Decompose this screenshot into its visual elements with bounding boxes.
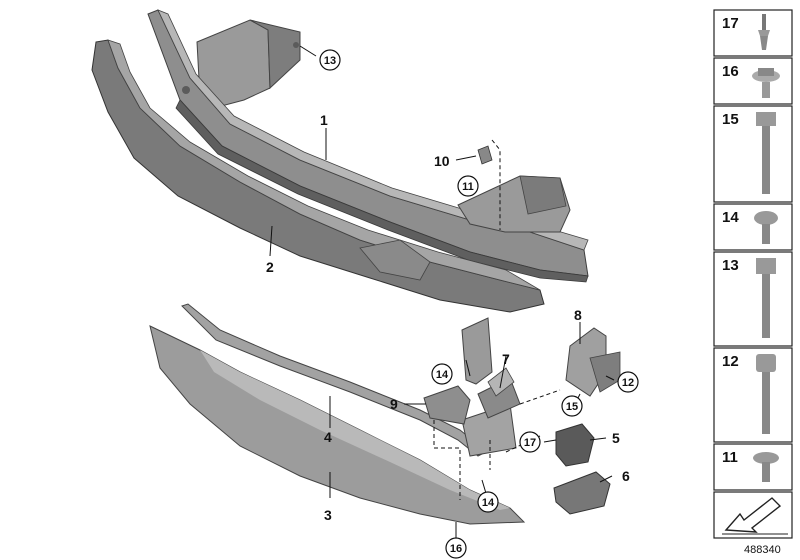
callout-9: 9 (390, 396, 398, 412)
circled-callout-14-upper: 14 (431, 363, 453, 385)
callouts: 1 2 3 4 5 6 7 8 9 10 (266, 112, 630, 523)
circled-callout-11: 11 (457, 175, 479, 197)
svg-text:15: 15 (566, 401, 578, 413)
svg-text:15: 15 (722, 111, 739, 128)
svg-text:17: 17 (524, 437, 536, 449)
svg-text:12: 12 (722, 353, 739, 370)
circled-callouts: 13 11 14 12 15 17 14 16 (319, 49, 639, 559)
callout-8: 8 (574, 307, 582, 323)
bumper-carrier (147, 9, 589, 283)
callout-5: 5 (612, 430, 620, 446)
fastener-11: 11 (713, 443, 793, 491)
fastener-panel: 17 16 15 14 13 (713, 9, 793, 539)
circled-callout-15: 15 (561, 395, 583, 417)
fastener-16: 16 (713, 57, 793, 105)
fastener-14: 14 (713, 203, 793, 251)
fastener-12: 12 (713, 347, 793, 443)
circled-callout-17: 17 (519, 431, 541, 453)
callout-7: 7 (502, 351, 510, 367)
callout-2: 2 (266, 259, 274, 275)
clip-10 (477, 145, 493, 165)
buffer-6 (553, 471, 611, 515)
circled-callout-13: 13 (319, 49, 341, 71)
direction-arrow-box (713, 491, 793, 539)
svg-text:11: 11 (462, 181, 474, 193)
svg-text:14: 14 (722, 209, 739, 226)
buffer-5 (555, 423, 595, 467)
fastener-15: 15 (713, 105, 793, 203)
energy-absorber (91, 39, 545, 313)
callout-6: 6 (622, 468, 630, 484)
svg-text:14: 14 (436, 369, 449, 381)
callout-10: 10 (434, 153, 450, 169)
circled-callout-12: 12 (617, 371, 639, 393)
svg-text:13: 13 (722, 257, 739, 274)
circled-callout-16: 16 (445, 537, 467, 559)
circled-callout-14-lower: 14 (477, 491, 499, 513)
svg-text:13: 13 (324, 55, 336, 67)
svg-text:12: 12 (622, 377, 634, 389)
bracket-9 (423, 385, 471, 425)
callout-3: 3 (324, 507, 332, 523)
svg-text:17: 17 (722, 15, 739, 32)
svg-text:16: 16 (722, 63, 739, 80)
underbody-panel (149, 325, 526, 525)
svg-text:14: 14 (482, 497, 495, 509)
fastener-17: 17 (713, 9, 793, 57)
svg-text:11: 11 (722, 449, 738, 466)
mounting-brackets (461, 317, 521, 457)
drawing-number: 488340 (744, 544, 781, 556)
fastener-13: 13 (713, 251, 793, 347)
bracket-8 (565, 327, 621, 397)
callout-1: 1 (320, 112, 328, 128)
svg-text:16: 16 (450, 543, 462, 555)
callout-4: 4 (324, 429, 332, 445)
